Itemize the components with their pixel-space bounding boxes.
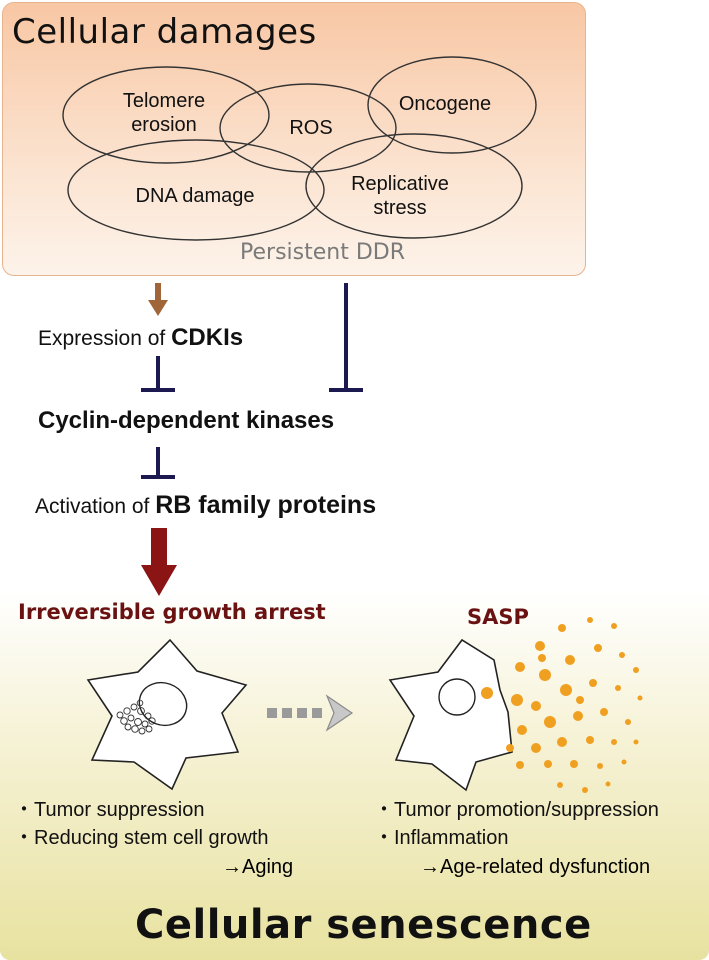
cell-nucleus-right (438, 678, 476, 716)
cdk-label: Cyclin-dependent kinases (38, 407, 335, 434)
sasp-dot (611, 739, 617, 745)
sasp-dot (515, 662, 525, 672)
sasp-dot (621, 759, 627, 765)
age-related-dysfunction-result: →Age-related dysfunction (420, 856, 651, 878)
cellular-senescence-title: Cellular senescence (135, 902, 592, 948)
vesicles (116, 699, 156, 735)
sasp-dot (600, 708, 608, 716)
sasp-dot (637, 695, 643, 701)
left-outcome-list: Tumor suppression Reducing stem cell gro… (14, 796, 269, 852)
cdki-inhibit-cdk (141, 356, 175, 392)
sasp-dot (625, 719, 631, 725)
sasp-dot (587, 617, 593, 623)
label-ros: ROS (289, 117, 333, 139)
ellipse-telomere (62, 66, 270, 164)
cdki-prefix: Expression of (38, 327, 172, 350)
sasp-cell-right (388, 638, 513, 792)
sasp-dot (557, 782, 563, 788)
sasp-dot (597, 763, 603, 769)
aging-result: →Aging (222, 856, 294, 878)
sasp-dot (605, 781, 611, 787)
sasp-dot (589, 679, 597, 687)
sasp-dot (570, 760, 578, 768)
rb-bold: RB family proteins (155, 491, 377, 519)
sasp-dot (582, 787, 588, 793)
sasp-dot (565, 655, 575, 665)
sasp-dot (557, 737, 567, 747)
sasp-secretion-dots (481, 617, 643, 793)
sasp-label: SASP (467, 605, 529, 629)
persistent-ddr-label: Persistent DDR (240, 240, 405, 265)
rb-to-growth-arrest-arrow (141, 528, 177, 596)
sasp-dot (615, 685, 621, 691)
sasp-dot (611, 623, 617, 629)
sasp-dot (511, 694, 523, 706)
ellipse-oncogene (367, 56, 537, 154)
ellipse-ros (219, 83, 397, 173)
rb-prefix: Activation of (35, 495, 156, 518)
sasp-dot (516, 761, 524, 769)
sasp-dot (535, 641, 545, 651)
telomere-line-2: erosion (131, 114, 197, 136)
ellipse-replicative-stress (305, 133, 523, 239)
sasp-dot (517, 725, 527, 735)
sasp-dot (531, 701, 541, 711)
senescent-cell-left (86, 638, 248, 791)
telomere-line-1: Telomere (122, 90, 206, 112)
sasp-dot (633, 667, 639, 673)
sasp-dot (594, 644, 602, 652)
cellular-senescence-panel (0, 590, 709, 960)
label-replicative-stress: Replicative stress (340, 172, 460, 220)
sasp-dot (576, 696, 584, 704)
sasp-dot (558, 624, 566, 632)
sasp-dot (560, 684, 572, 696)
replicative-line-1: Replicative (351, 173, 449, 195)
right-outcome-list: Tumor promotion/suppression Inflammation (374, 796, 659, 852)
sasp-dot (586, 736, 594, 744)
cdki-expression-label: Expression of CDKIs (38, 324, 243, 352)
list-item: Reducing stem cell growth (14, 824, 269, 852)
cdk-inhibit-rb (141, 447, 175, 479)
ddr-inhibit-cdk (329, 283, 363, 392)
cdki-bold: CDKIs (171, 324, 244, 351)
label-telomere-erosion: Telomere erosion (104, 89, 224, 137)
sasp-dot (544, 716, 556, 728)
label-dna-damage: DNA damage (135, 185, 255, 207)
replicative-line-2: stress (373, 197, 427, 219)
rb-activation-label: Activation of RB family proteins (35, 491, 376, 520)
progression-arrow (267, 694, 354, 732)
sasp-dot (633, 739, 639, 745)
ddr-to-cdki-arrow (148, 283, 168, 316)
sasp-dot (481, 687, 493, 699)
sasp-dot (539, 669, 551, 681)
sasp-dot (573, 711, 583, 721)
cellular-damages-title: Cellular damages (12, 12, 317, 52)
sasp-dot (544, 760, 552, 768)
growth-arrest-label: Irreversible growth arrest (18, 600, 326, 624)
list-item: Tumor promotion/suppression (374, 796, 659, 824)
sasp-dot (538, 654, 546, 662)
label-oncogene: Oncogene (398, 93, 492, 115)
ellipse-dna-damage (67, 139, 325, 241)
sasp-dot (506, 744, 514, 752)
sasp-dot (619, 652, 625, 658)
list-item: Inflammation (374, 824, 659, 852)
cellular-damages-panel (2, 2, 586, 276)
list-item: Tumor suppression (14, 796, 269, 824)
sasp-dot (531, 743, 541, 753)
